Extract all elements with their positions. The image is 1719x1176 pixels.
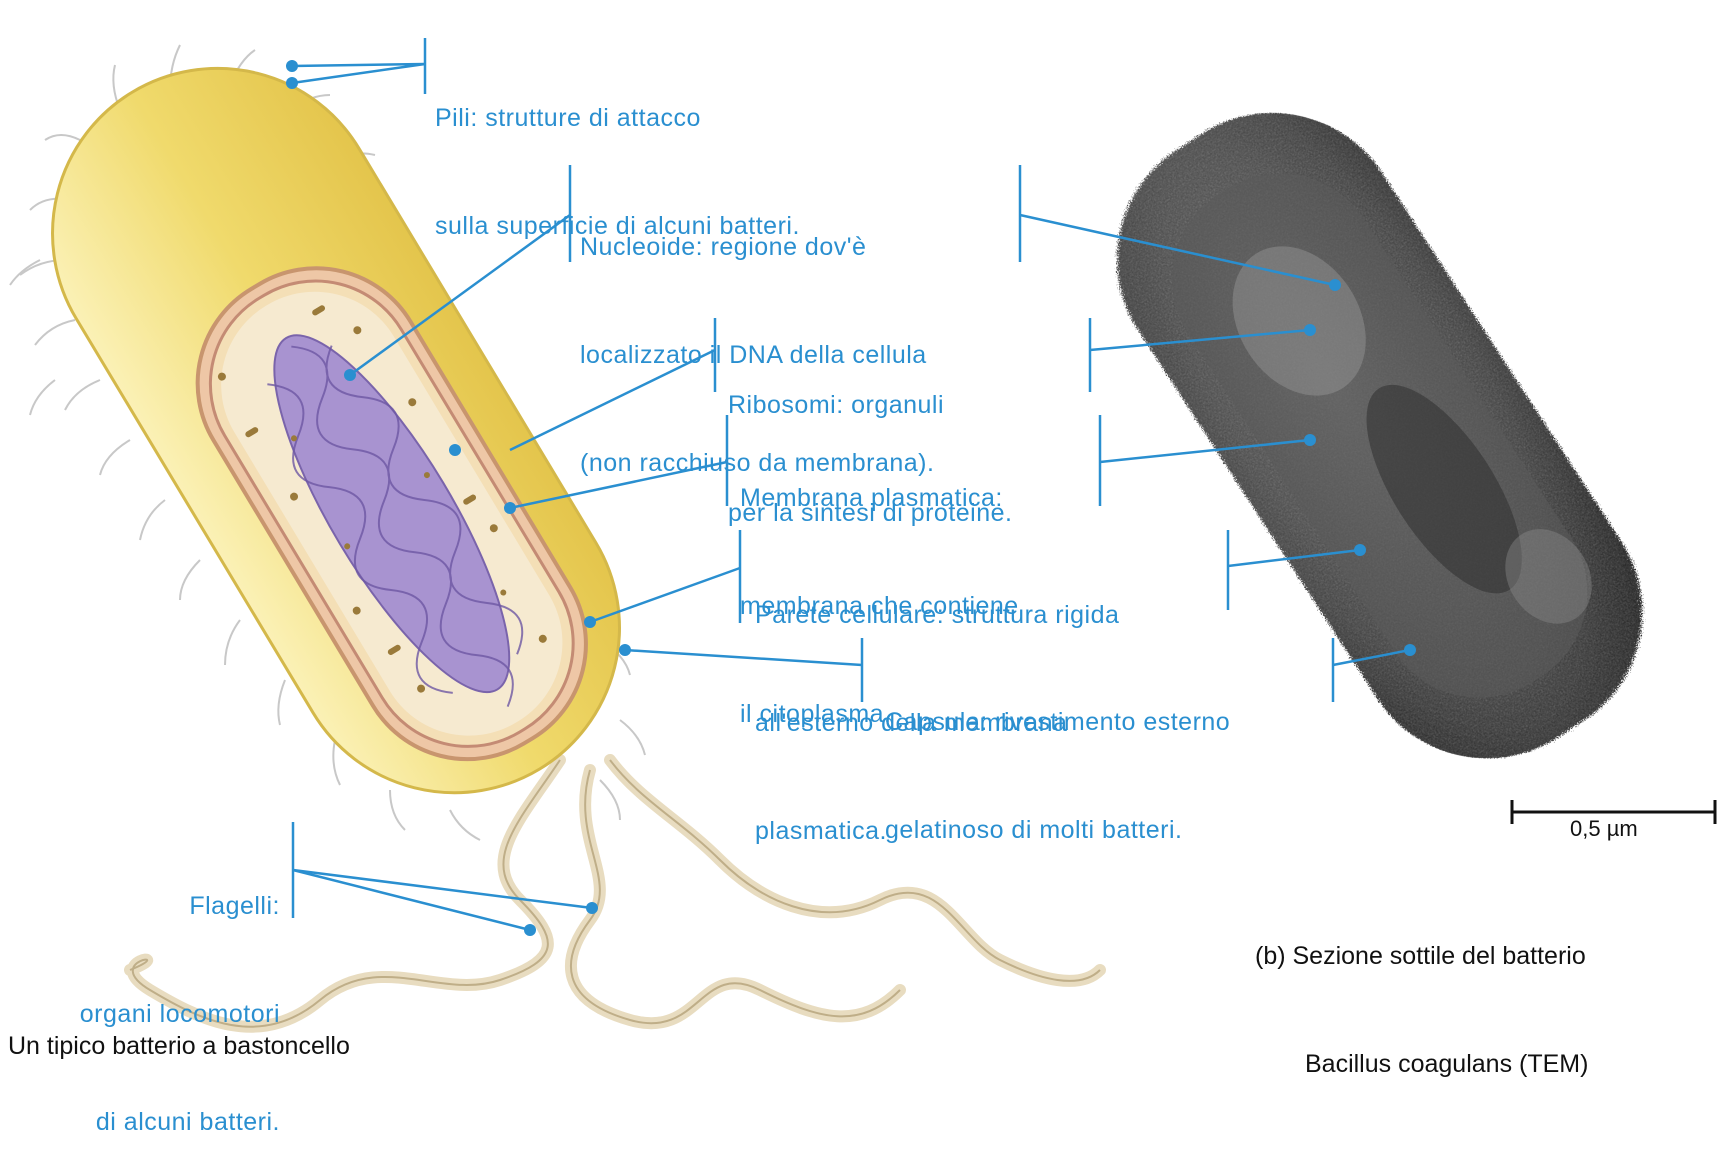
label-membrane-line1: Membrana plasmatica: [740, 480, 1019, 516]
label-capsule-line1: Capsula: rivestimento esterno [885, 704, 1230, 740]
scale-bar-label: 0,5 µm [1570, 816, 1638, 842]
label-flagella: Flagelli: organi locomotori di alcuni ba… [0, 816, 280, 1176]
label-nucleoid-line1: Nucleoide: regione dov'è [580, 229, 934, 265]
label-pili-line1: Pili: strutture di attacco [435, 100, 800, 136]
caption-right-line1: (b) Sezione sottile del batterio [1255, 938, 1588, 974]
label-flagella-line3: di alcuni batteri. [0, 1104, 280, 1140]
label-flagella-line2: organi locomotori [0, 996, 280, 1032]
caption-right: (b) Sezione sottile del batterio Bacillu… [1255, 866, 1588, 1118]
caption-left: Un tipico batterio a bastoncello [8, 1028, 350, 1064]
label-wall-line1: Parete cellulare: struttura rigida [755, 597, 1119, 633]
caption-right-line2: Bacillus coagulans (TEM) [1255, 1046, 1588, 1082]
label-capsule: Capsula: rivestimento esterno gelatinoso… [885, 632, 1230, 884]
label-flagella-line1: Flagelli: [0, 888, 280, 924]
label-capsule-line2: gelatinoso di molti batteri. [885, 812, 1230, 848]
